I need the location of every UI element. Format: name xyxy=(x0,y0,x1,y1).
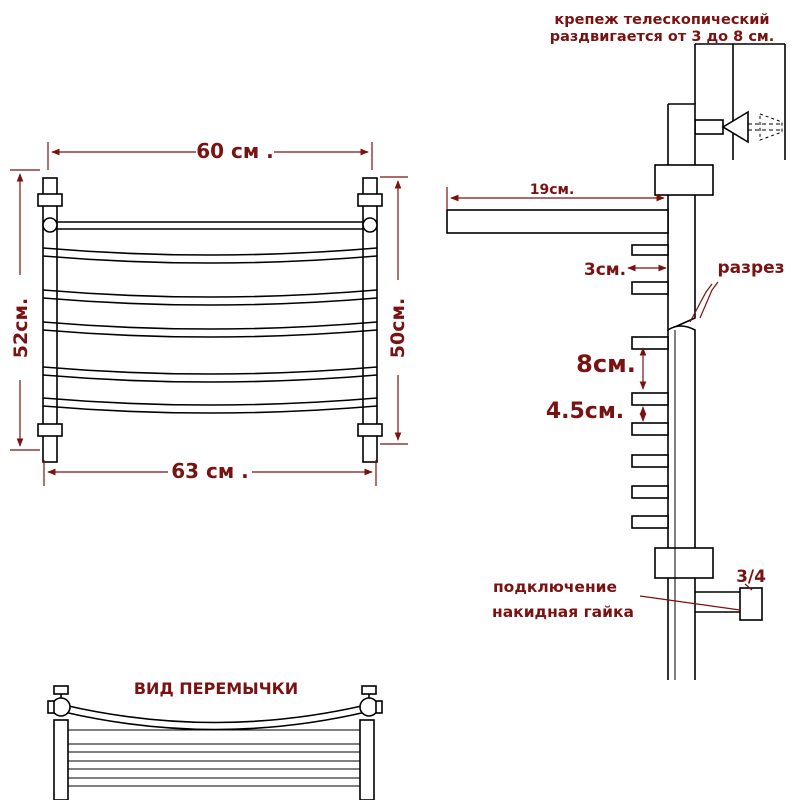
front-dimensions xyxy=(10,142,408,486)
gap-small-label: 3см. xyxy=(584,260,626,280)
connection-label-line2: накидная гайка xyxy=(492,603,634,621)
height-right-label: 50см. xyxy=(387,298,409,358)
right-bottom-fitting xyxy=(357,423,383,437)
side-view xyxy=(446,43,786,680)
mount-label-line1: крепеж телескопический xyxy=(554,12,769,28)
width-top-label: 60 см . xyxy=(196,139,274,163)
lower-pipe xyxy=(667,325,696,680)
mount-bracket xyxy=(694,119,724,135)
side-dimensions xyxy=(450,194,753,611)
shelf-arm xyxy=(446,209,669,234)
right-top-fitting xyxy=(357,193,383,207)
crossbar-view xyxy=(47,685,383,801)
connection-label-line1: подключение xyxy=(493,578,617,596)
union-nut xyxy=(739,587,763,621)
thread-label: 3/4 xyxy=(736,567,766,587)
wall-plug xyxy=(721,110,749,144)
height-left-label: 52см. xyxy=(10,298,32,358)
upper-coupling xyxy=(654,164,714,196)
spacing-8-label: 8см. xyxy=(576,350,636,378)
width-bottom-label: 63 см . xyxy=(171,459,249,483)
spacing-45-label: 4.5см. xyxy=(546,399,624,424)
left-bottom-fitting xyxy=(37,423,63,437)
mount-label-line2: раздвигается от 3 до 8 см. xyxy=(550,29,775,45)
curved-bars xyxy=(42,247,378,414)
lower-coupling xyxy=(654,547,714,579)
left-top-fitting xyxy=(37,193,63,207)
crossbar-view-label: ВИД ПЕРЕМЫЧКИ xyxy=(134,679,298,698)
section-label: разрез xyxy=(717,258,784,278)
upper-pipe xyxy=(667,103,696,332)
front-view xyxy=(37,177,383,463)
depth-label: 19см. xyxy=(530,182,575,198)
